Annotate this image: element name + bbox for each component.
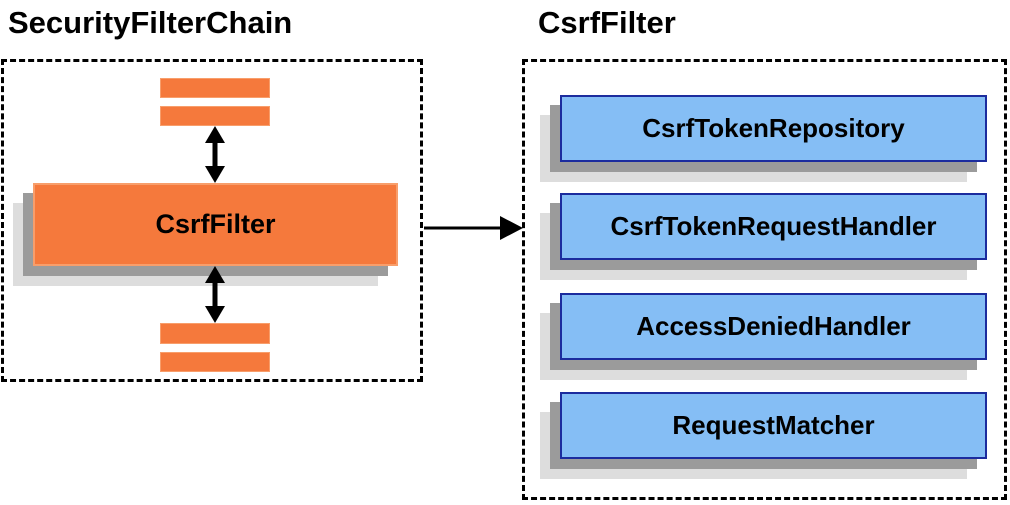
filter-placeholder-bar-bottom-2 — [160, 352, 270, 372]
security-filter-chain-title: SecurityFilterChain — [8, 5, 293, 40]
double-headed-arrow-icon-top — [205, 126, 225, 183]
filter-placeholder-bar-top-2 — [160, 106, 270, 126]
csrf-filter-title: CsrfFilter — [538, 5, 676, 40]
filter-placeholder-bar-bottom-1 — [160, 323, 270, 344]
component-label: CsrfTokenRequestHandler — [610, 211, 937, 241]
csrf-filter-box: CsrfFilter — [33, 183, 398, 266]
csrf-filter-box-label: CsrfFilter — [155, 209, 276, 239]
csrf-filter-container — [522, 59, 1007, 500]
security-filter-chain-container — [1, 59, 423, 382]
component-label: RequestMatcher — [672, 410, 875, 440]
component-box-csrf-token-repository: CsrfTokenRepository — [560, 95, 987, 162]
component-label: AccessDeniedHandler — [636, 311, 911, 341]
component-box-request-matcher: RequestMatcher — [560, 392, 987, 459]
double-headed-arrow-icon-bottom — [205, 266, 225, 323]
component-box-csrf-token-request-handler: CsrfTokenRequestHandler — [560, 193, 987, 260]
component-box-access-denied-handler: AccessDeniedHandler — [560, 293, 987, 360]
component-label: CsrfTokenRepository — [642, 113, 905, 143]
right-arrow-icon — [424, 216, 523, 240]
filter-placeholder-bar-top-1 — [160, 78, 270, 98]
